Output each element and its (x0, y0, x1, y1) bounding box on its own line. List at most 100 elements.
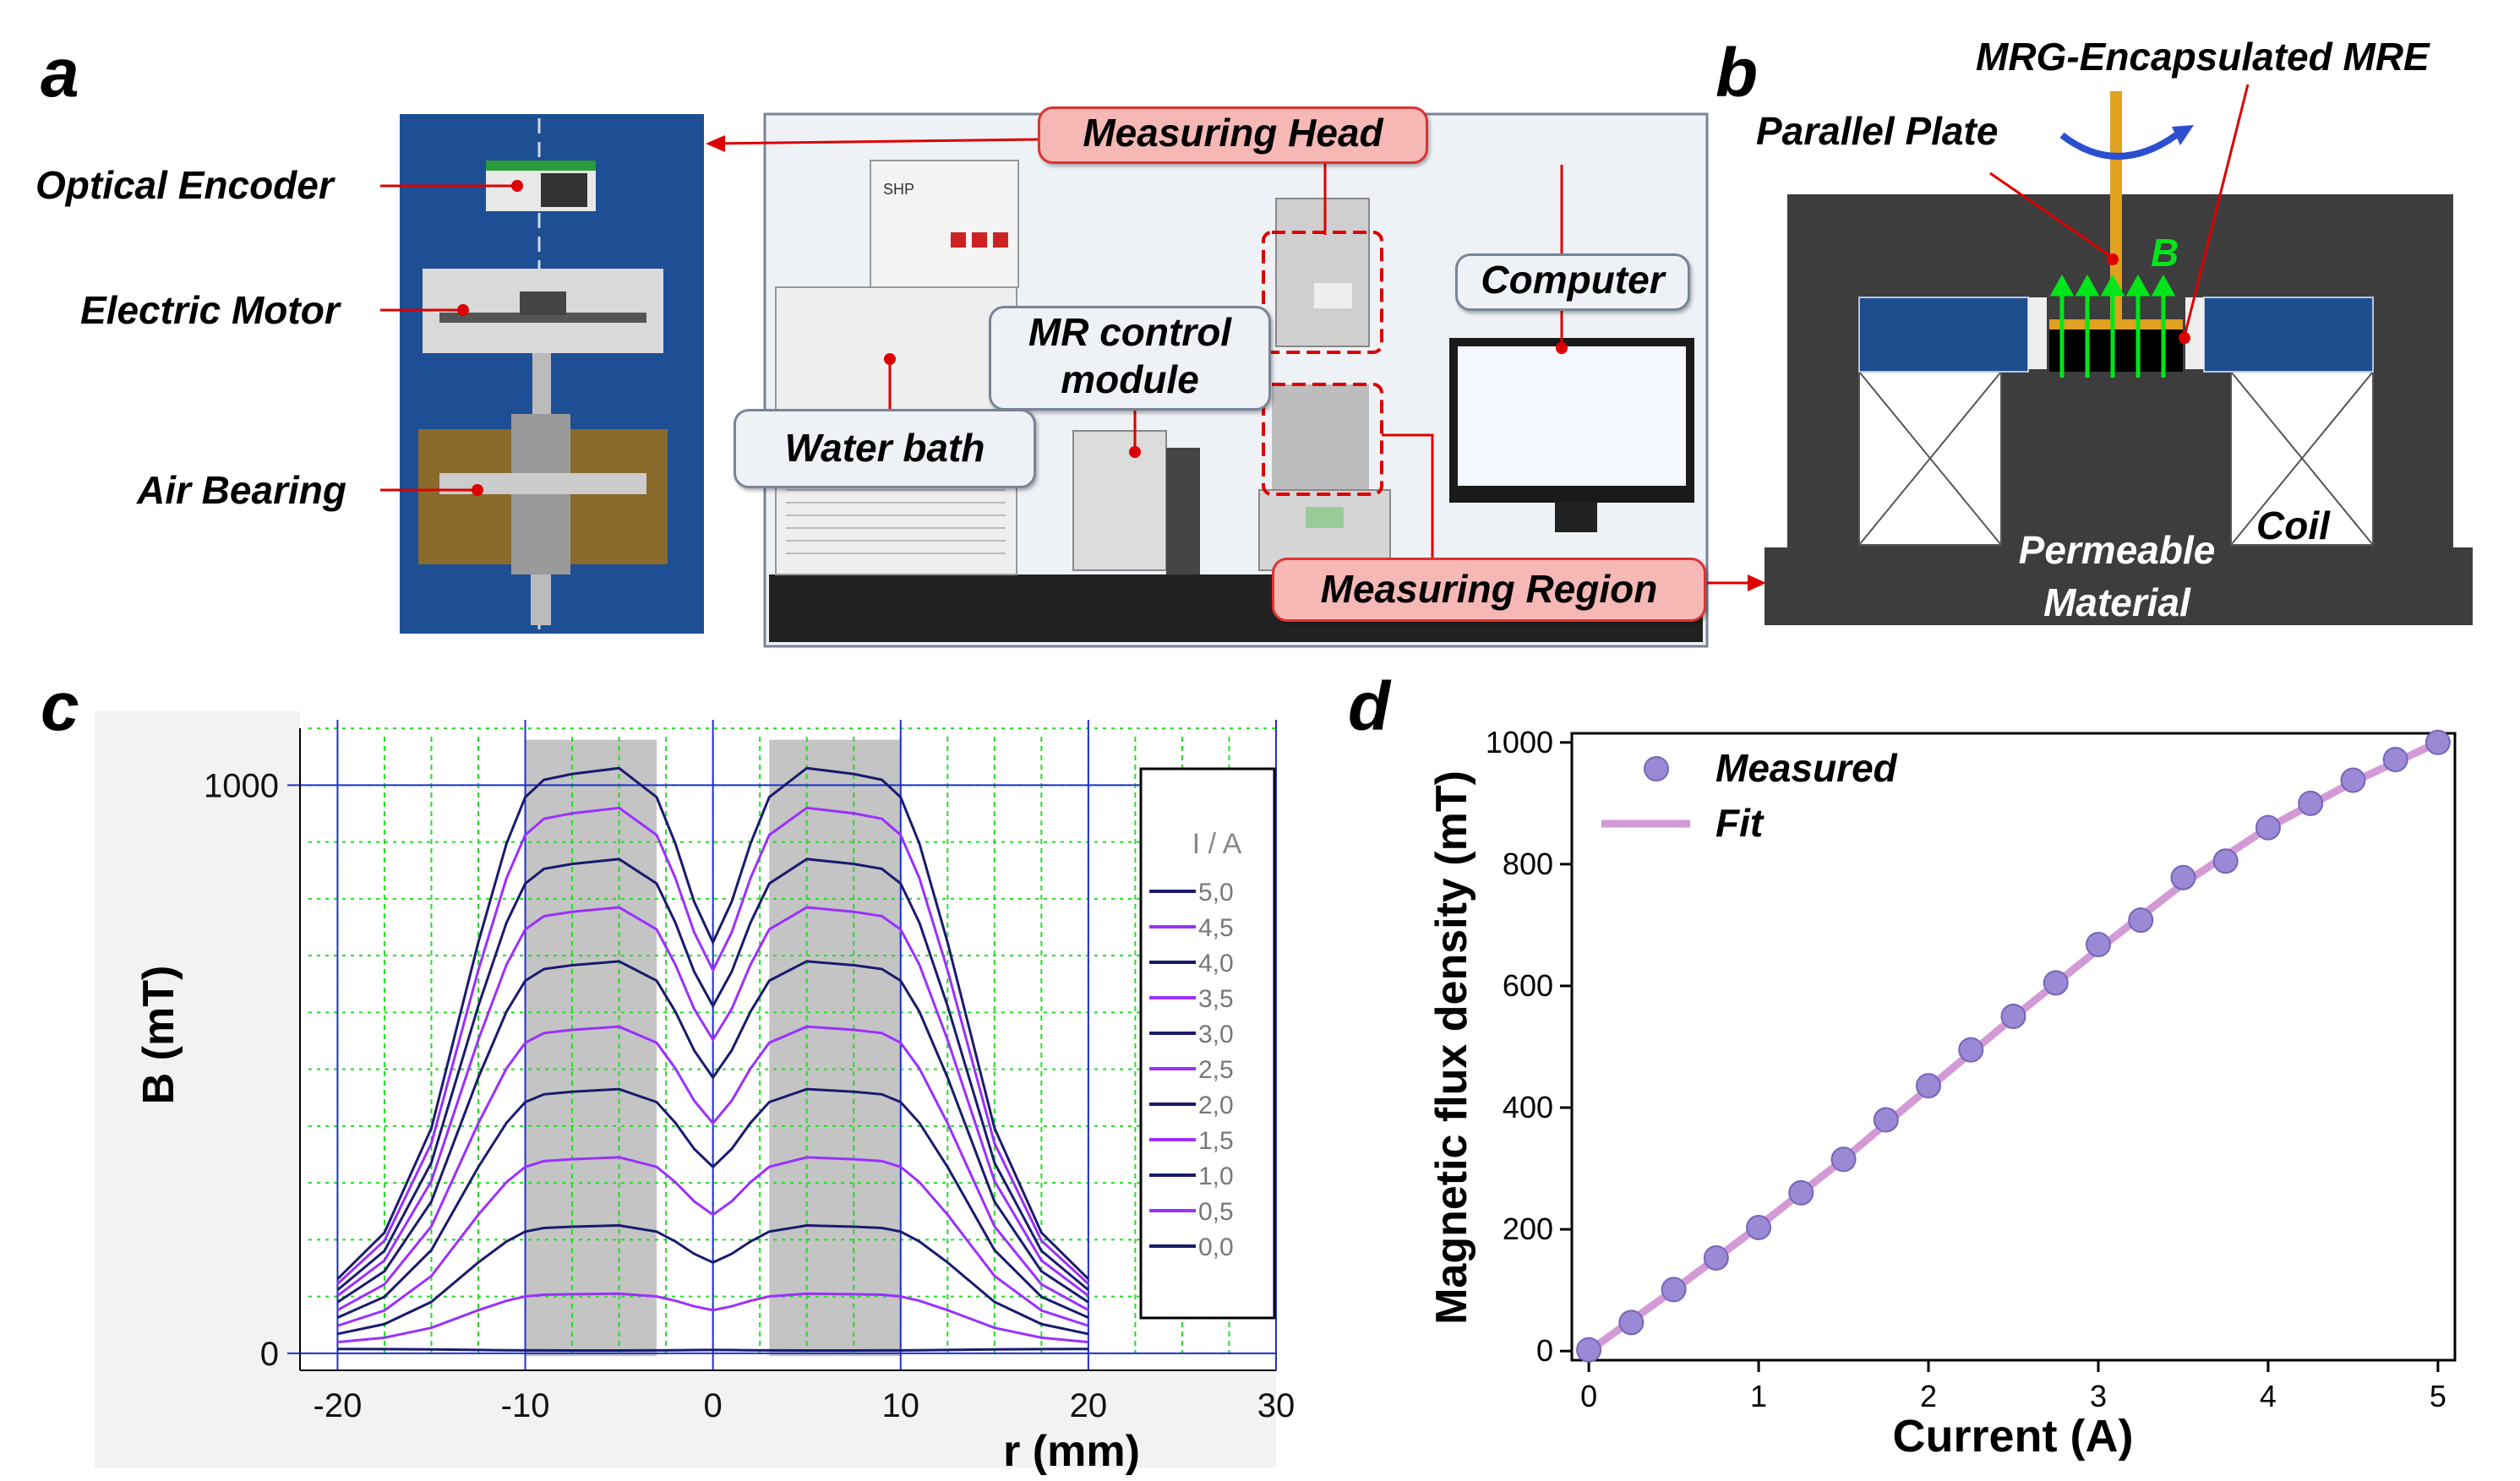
chart-c-legend-box (1139, 767, 1276, 1320)
chart-c-x-tick-label: 0 (704, 1387, 723, 1424)
legend-label-3: 3,5 (1198, 985, 1234, 1013)
chart-d-x-label: Current (A) (1893, 1411, 2134, 1462)
bath-brand-text: SHP (883, 181, 914, 198)
curve-series-1 (336, 806, 1089, 1285)
parallel-plate (2049, 319, 2183, 329)
measuring-head-box (1262, 231, 1383, 354)
label-permeable-material: Permeable Material (1994, 524, 2239, 629)
measured-point (1873, 1107, 1899, 1133)
legend-fit-label: Fit (1715, 801, 1765, 845)
chart-d-frame (1570, 732, 2457, 1362)
chart-c-y-label: B (mT) (134, 966, 183, 1105)
callout-mr-control-module: MR control module (989, 306, 1271, 411)
curve-series-2 (336, 858, 1089, 1292)
legend-label-0: 5,0 (1198, 879, 1234, 907)
curve-series-4 (336, 960, 1089, 1304)
label-parallel-plate: Parallel Plate (1756, 109, 1999, 153)
panel-letter-b: b (1715, 35, 1759, 112)
curve-series-7 (336, 1156, 1089, 1327)
legend-label-1: 4,5 (1198, 914, 1234, 942)
chart-d-y-tick-label: 800 (1503, 847, 1553, 881)
measured-point (2128, 907, 2154, 934)
curve-series-6 (336, 1087, 1089, 1319)
field-arrows (2049, 274, 2176, 378)
measured-point (2212, 848, 2239, 874)
legend-label-9: 0,5 (1198, 1198, 1234, 1226)
mr-control-line2: module (1061, 357, 1199, 401)
curve-series-9 (337, 1292, 1089, 1344)
label-optical-encoder: Optical Encoder (35, 163, 334, 207)
curve-series-3 (336, 906, 1089, 1297)
chart-d-x-tick-label: 2 (1920, 1379, 1937, 1413)
legend-label-6: 2,0 (1198, 1092, 1234, 1119)
measured-point (2382, 746, 2408, 772)
chart-d-x-tick-label: 4 (2260, 1379, 2277, 1413)
chart-c-legend-title: I / A (1192, 828, 1242, 860)
chart-c-x-tick-label: 10 (882, 1387, 920, 1424)
rotation-arrow (2059, 132, 2179, 160)
curve-series-10 (337, 1348, 1088, 1352)
callout-measuring-region: Measuring Region (1272, 558, 1706, 622)
label-air-bearing: Air Bearing (137, 468, 346, 512)
panel-letter-d: d (1348, 668, 1391, 745)
measured-point (1788, 1179, 1814, 1206)
chart-d-y-tick-label: 1000 (1486, 725, 1553, 760)
legend-label-5: 2,5 (1198, 1056, 1234, 1084)
label-mrg-encapsulated-mre: MRG-Encapsulated MRE (1976, 35, 2430, 79)
mr-control-module-device (1072, 430, 1167, 571)
chart-d-y-tick-label: 200 (1503, 1211, 1553, 1246)
measuring-region-box (1262, 383, 1383, 496)
legend-measured-label: Measured (1715, 746, 1898, 790)
permeable-line1: Permeable (2018, 528, 2216, 572)
measured-point (2340, 767, 2366, 793)
callout-water-bath: Water bath (734, 409, 1036, 488)
chart-c-y-tick-label: 1000 (204, 767, 279, 804)
mr-control-line1: MR control (1028, 310, 1232, 354)
chart-d-x-tick-label: 1 (1750, 1379, 1767, 1413)
sample-black (2049, 325, 2183, 372)
label-electric-motor: Electric Motor (80, 288, 340, 332)
callout-computer: Computer (1455, 253, 1690, 311)
measured-point (1958, 1037, 1984, 1063)
measured-point (2043, 970, 2069, 996)
chart-d-y-label: Magnetic flux density (mT) (1427, 770, 1476, 1325)
panel-letter-a: a (41, 35, 79, 112)
measured-point (1661, 1277, 1687, 1303)
permeable-line2: Material (2043, 580, 2190, 624)
measured-point (2000, 1003, 2026, 1029)
field-label-b: B (2151, 231, 2179, 275)
curve-series-5 (336, 1025, 1089, 1312)
chart-d-y-tick-label: 0 (1536, 1333, 1553, 1368)
pole-left (1858, 297, 2029, 373)
chart-d-y-tick-label: 400 (1503, 1090, 1553, 1124)
chart-c-x-tick-label: -10 (501, 1387, 550, 1424)
label-coil: Coil (2256, 504, 2330, 547)
measured-point (1746, 1214, 1772, 1240)
chart-c-x-tick-label: -20 (314, 1387, 363, 1424)
measured-point (1703, 1244, 1729, 1271)
measured-point (1830, 1146, 1857, 1173)
measured-point (1576, 1337, 1602, 1363)
measured-point (2170, 864, 2196, 890)
panel-letter-c: c (41, 668, 79, 745)
measured-point (2085, 931, 2111, 957)
legend-label-8: 1,0 (1198, 1162, 1234, 1190)
chart-d-x-tick-label: 0 (1580, 1379, 1597, 1413)
legend-label-2: 4,0 (1198, 950, 1234, 977)
measured-point (1916, 1073, 1942, 1099)
chart-d-x-tick-label: 3 (2090, 1379, 2107, 1413)
measured-point (1618, 1309, 1645, 1336)
curve-series-0 (336, 766, 1089, 1281)
measured-point (2255, 814, 2281, 841)
legend-label-10: 0,0 (1198, 1233, 1234, 1261)
chart-c-x-tick-label: 30 (1257, 1387, 1295, 1424)
chart-c-x-tick-label: 20 (1070, 1387, 1108, 1424)
measured-point (2425, 729, 2451, 755)
chart-c-y-tick-label: 0 (260, 1336, 279, 1373)
legend-label-4: 3,0 (1198, 1021, 1234, 1048)
chart-d-y-tick-label: 600 (1503, 968, 1553, 1003)
measured-point (2298, 790, 2324, 816)
